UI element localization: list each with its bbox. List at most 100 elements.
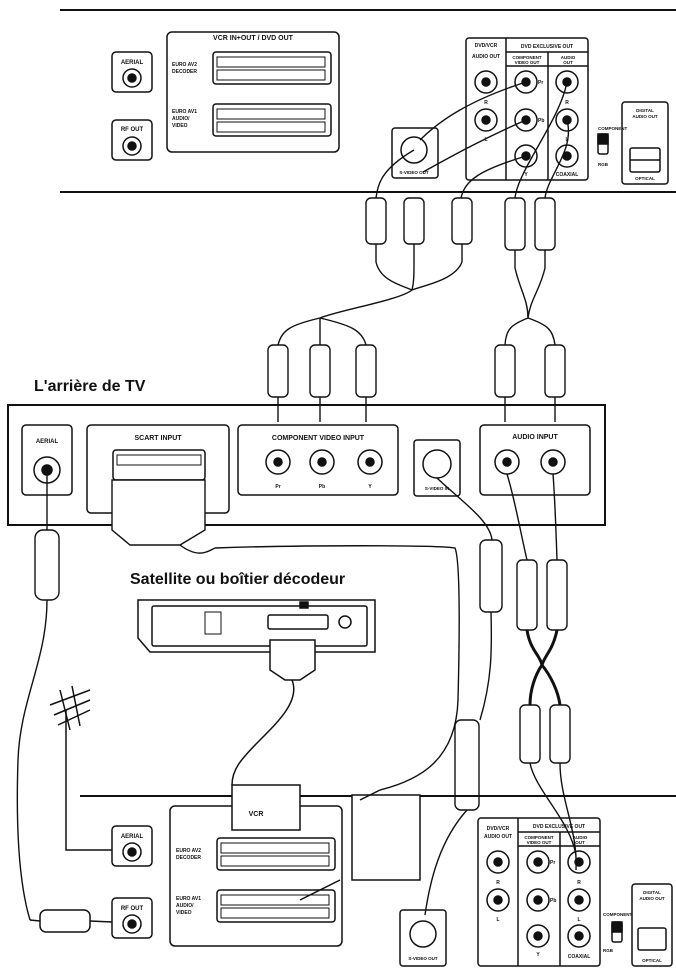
- decoder-scart-plug: [269, 639, 316, 681]
- tv-pr-jack: [265, 449, 291, 475]
- svg-text:Y: Y: [524, 172, 528, 178]
- decoder-rf-jack: [338, 615, 352, 629]
- rca-plug-lower-3: [355, 344, 377, 422]
- player-top: [60, 9, 676, 193]
- rca-plug-audio-3: [519, 704, 541, 764]
- svg-text:Pb: Pb: [319, 484, 325, 490]
- aerial-jack-box-bottom: [111, 825, 153, 867]
- svg-text:COAXIAL: COAXIAL: [568, 954, 591, 960]
- svg-text:Pb: Pb: [538, 118, 544, 124]
- rca-plug-lower-4: [494, 344, 516, 422]
- tv-rear-heading: L'arrière de TV: [34, 378, 146, 395]
- dvd-outputs-bottom: [477, 817, 601, 967]
- svg-text:S-VIDEO OUT: S-VIDEO OUT: [399, 170, 429, 175]
- svg-text:EURO AV1: EURO AV1: [176, 896, 201, 902]
- decoder-scart: [267, 614, 329, 630]
- svg-text:COMPONENT VIDEO INPUT: COMPONENT VIDEO INPUT: [272, 435, 365, 442]
- rca-plug-upper-3: [451, 197, 473, 262]
- svg-text:DIGITAL: DIGITAL: [636, 108, 654, 113]
- svg-text:VCR IN+OUT / DVD OUT: VCR IN+OUT / DVD OUT: [213, 35, 294, 42]
- svg-text:AUDIO OUT: AUDIO OUT: [484, 834, 512, 840]
- comp-pb-bottom: [526, 888, 550, 912]
- svg-text:Y: Y: [536, 952, 540, 958]
- svg-text:SCART INPUT: SCART INPUT: [134, 435, 182, 442]
- svg-text:VIDEO OUT: VIDEO OUT: [515, 60, 540, 65]
- svg-text:Y: Y: [368, 484, 372, 490]
- svg-text:DECODER: DECODER: [172, 69, 197, 75]
- tv-audio-box: [479, 424, 591, 496]
- svg-text:AUDIO/: AUDIO/: [172, 116, 190, 122]
- comp-pr-top: [514, 70, 538, 94]
- comp-pr-bottom: [526, 850, 550, 874]
- rf-out-jack-bottom: [122, 914, 142, 934]
- svideo-jack-bottom: [409, 920, 437, 948]
- rca-plug-upper-5: [534, 197, 556, 268]
- scart-av1-top: [212, 103, 332, 137]
- dvd-outputs-top: [465, 37, 589, 181]
- svideo-box-top: [391, 127, 439, 179]
- svg-text:OPTICAL: OPTICAL: [635, 176, 655, 181]
- dvd-audio-r-bottom: [567, 850, 591, 874]
- tv-scart-plug: [111, 479, 206, 546]
- dvd-audio-l-top: [555, 108, 579, 132]
- svg-text:S-VIDEO IN: S-VIDEO IN: [425, 486, 449, 491]
- svg-text:EURO AV2: EURO AV2: [176, 848, 201, 854]
- svg-text:COMPONENT: COMPONENT: [598, 126, 628, 131]
- aerial-jack-bottom: [122, 842, 142, 862]
- tv-component-box: [237, 424, 399, 496]
- svg-text:VCR: VCR: [249, 811, 264, 818]
- comp-pb-top: [514, 108, 538, 132]
- tv-svideo-box: [413, 439, 461, 497]
- svideo-jack-top: [400, 136, 428, 164]
- aerial-jack-box-top: [111, 51, 153, 93]
- svg-text:AERIAL: AERIAL: [121, 60, 144, 66]
- dvd-audio-l-bottom: [567, 888, 591, 912]
- svg-text:Pr: Pr: [538, 80, 543, 86]
- svg-text:Pr: Pr: [550, 860, 555, 866]
- scart-av1-bottom: [216, 889, 336, 923]
- vcr-panel-top: [166, 31, 340, 153]
- svg-text:AUDIO OUT: AUDIO OUT: [639, 896, 665, 901]
- svg-text:DECODER: DECODER: [176, 855, 201, 861]
- scart-plug-bottom-1: [231, 784, 301, 831]
- svg-text:VIDEO: VIDEO: [176, 910, 192, 916]
- rca-plug-audio-4: [549, 704, 571, 764]
- svg-text:COAXIAL: COAXIAL: [556, 172, 579, 178]
- svg-text:DVD EXCLUSIVE OUT: DVD EXCLUSIVE OUT: [533, 824, 585, 830]
- rca-plug-lower-2: [309, 344, 331, 422]
- player-bottom-labels: VCR AERIAL RF OUT EURO AV2 DECODER EURO …: [121, 811, 665, 963]
- svg-text:RF OUT: RF OUT: [121, 127, 144, 133]
- player-bottom: [29, 685, 676, 967]
- svg-text:AERIAL: AERIAL: [121, 834, 144, 840]
- dvd-audio-r-top: [555, 70, 579, 94]
- comp-y-bottom: [526, 924, 550, 948]
- rca-plug-audio-1: [516, 559, 538, 631]
- optical-box-top: [621, 101, 669, 185]
- rca-plug-upper-1: [365, 197, 387, 262]
- tv-pb-jack: [309, 449, 335, 475]
- svg-text:AUDIO OUT: AUDIO OUT: [632, 114, 658, 119]
- svg-text:Pb: Pb: [550, 898, 556, 904]
- audio-out-l-top: [474, 108, 498, 132]
- svg-text:OPTICAL: OPTICAL: [642, 958, 662, 963]
- rf-out-jack-box-bottom: [111, 897, 153, 939]
- svg-text:AUDIO: AUDIO: [573, 835, 588, 840]
- rf-out-jack-top: [122, 136, 142, 156]
- svg-text:L: L: [577, 917, 580, 923]
- svg-text:AERIAL: AERIAL: [36, 439, 59, 445]
- svg-text:VIDEO: VIDEO: [172, 123, 188, 129]
- svg-text:R: R: [496, 880, 500, 886]
- middle-cables: [16, 470, 577, 921]
- svideo-plug-tv: [479, 539, 503, 613]
- svg-text:AUDIO INPUT: AUDIO INPUT: [512, 434, 558, 441]
- svg-text:COMPONENT: COMPONENT: [524, 835, 554, 840]
- tv-y-jack: [357, 449, 383, 475]
- decoder-vents: [204, 611, 222, 635]
- optical-box-bottom: [631, 883, 673, 967]
- rca-plug-lower-1: [267, 344, 289, 422]
- audio-out-r-top: [474, 70, 498, 94]
- svg-text:DIGITAL: DIGITAL: [643, 890, 661, 895]
- rf-plug-bottom: [39, 909, 91, 933]
- svg-text:VIDEO OUT: VIDEO OUT: [527, 840, 552, 845]
